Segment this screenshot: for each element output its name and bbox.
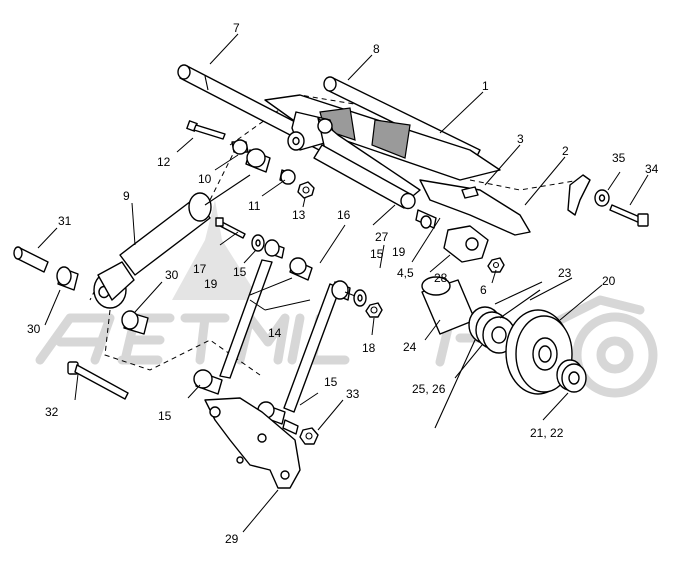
bushing-30b	[121, 310, 149, 335]
bolt-12	[186, 120, 226, 140]
callout-25-26: 25, 26	[412, 382, 446, 396]
bushing-15b	[331, 280, 351, 301]
callout-30-left: 30	[27, 322, 41, 336]
nut-18	[365, 302, 383, 318]
arm-29	[204, 397, 301, 489]
callout-24: 24	[403, 340, 417, 354]
bolt-32	[67, 361, 129, 400]
nut-33	[299, 427, 319, 445]
callout-4-5: 4,5	[397, 266, 414, 280]
bolt-34	[609, 204, 649, 227]
callout-20: 20	[602, 274, 616, 288]
callout-15-lower-right: 15	[324, 375, 338, 389]
washer-35	[594, 189, 610, 207]
bushing-15c	[193, 369, 223, 395]
callout-2: 2	[562, 144, 569, 158]
bracket-2	[419, 174, 591, 236]
callout-3: 3	[517, 132, 524, 146]
pin-31	[13, 246, 49, 273]
nut-6	[487, 257, 505, 273]
nut-13	[297, 181, 315, 199]
callout-17: 17	[193, 262, 207, 276]
spacer-4-5	[415, 209, 437, 229]
callout-labels: 7 8 1 3 2 35 34 12 10 9 11 13 31 16 27 1…	[27, 21, 659, 546]
bushing-10	[231, 139, 249, 155]
callout-32: 32	[45, 405, 59, 419]
callout-23: 23	[558, 266, 572, 280]
washer-19a	[251, 234, 265, 252]
shock-9	[93, 174, 251, 309]
leader-lines	[37, 33, 649, 533]
bolt-17	[215, 217, 246, 239]
callout-35: 35	[612, 151, 626, 165]
callout-18: 18	[362, 341, 376, 355]
callout-6: 6	[480, 283, 487, 297]
callout-9: 9	[123, 189, 130, 203]
callout-34: 34	[645, 162, 659, 176]
block-28	[443, 225, 489, 263]
callout-27: 27	[375, 230, 389, 244]
rail-frame-1	[264, 94, 501, 201]
washer-19b	[353, 289, 367, 307]
rod-23	[494, 281, 543, 305]
callout-15-upper: 15	[370, 247, 384, 261]
callout-30-right: 30	[165, 268, 179, 282]
spacer-11	[245, 148, 271, 173]
callout-29: 29	[225, 532, 239, 546]
callout-31: 31	[58, 214, 72, 228]
callout-11: 11	[248, 199, 261, 213]
callout-7: 7	[233, 21, 240, 35]
link-14a	[219, 259, 273, 379]
bushing-15a	[264, 239, 285, 259]
callout-15-lower-left: 15	[158, 409, 172, 423]
callout-13: 13	[292, 208, 306, 222]
callout-28: 28	[434, 271, 448, 285]
spacer-24	[421, 276, 476, 335]
callout-33: 33	[346, 387, 360, 401]
callout-1: 1	[482, 79, 489, 93]
bearing-21-22	[556, 359, 587, 393]
callout-8: 8	[373, 42, 380, 56]
callout-12: 12	[157, 155, 171, 169]
callout-21-22: 21, 22	[530, 426, 564, 440]
callout-19-upper: 19	[392, 245, 406, 259]
callout-15-left: 15	[233, 265, 247, 279]
callout-10: 10	[198, 172, 212, 186]
bushing-16	[289, 257, 313, 281]
callout-14: 14	[268, 326, 282, 340]
shaft-27	[313, 144, 416, 210]
callout-16: 16	[337, 208, 351, 222]
callout-19-left: 19	[204, 277, 218, 291]
bushing-30a	[56, 266, 79, 291]
